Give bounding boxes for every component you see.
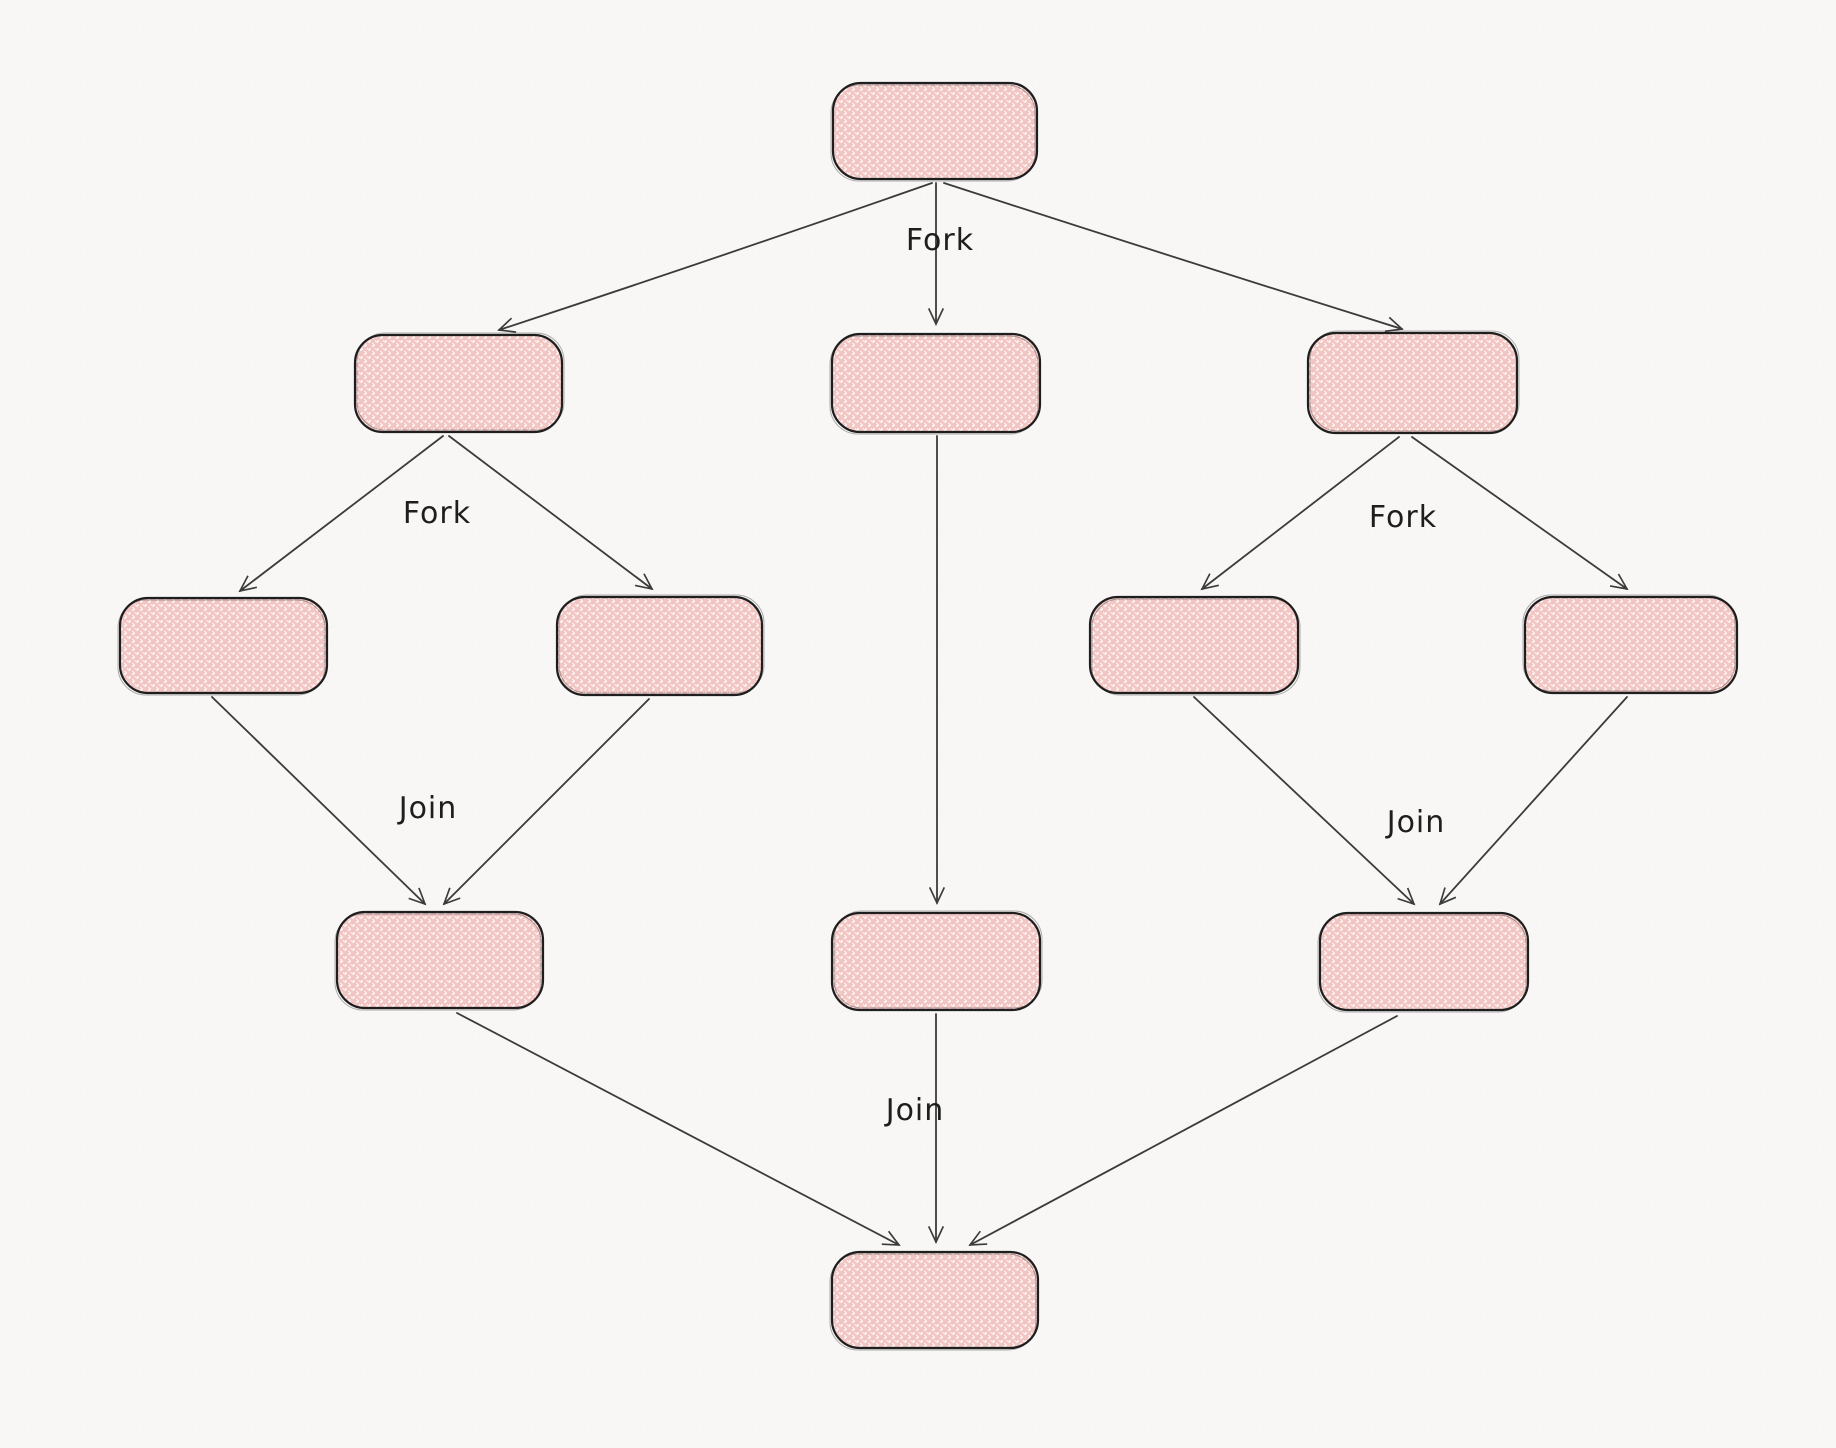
edge-join-right-to-end[interactable]	[968, 1015, 1398, 1246]
edge-task-left-2-to-join-left[interactable]	[442, 698, 650, 906]
edge-branch-left-to-task-left-2[interactable]	[448, 435, 654, 591]
label-fork-left[interactable]: Fork	[403, 496, 471, 531]
label-layer: Fork Fork Fork Join Join Join	[397, 223, 1446, 1128]
edge-branch-right-to-task-right-2[interactable]	[1411, 436, 1629, 591]
edge-task-right-1-to-join-right[interactable]	[1193, 696, 1416, 906]
node-task-center[interactable]	[830, 911, 1042, 1012]
node-task-right-2[interactable]	[1523, 595, 1739, 695]
edge-branch-left-to-task-left-1[interactable]	[238, 435, 444, 593]
label-join-left[interactable]: Join	[397, 791, 458, 826]
node-end[interactable]	[830, 1250, 1040, 1350]
edge-task-right-2-to-join-right[interactable]	[1438, 696, 1628, 906]
edge-start-to-branch-left[interactable]	[497, 182, 933, 333]
edge-task-left-1-to-join-left[interactable]	[211, 696, 427, 906]
node-layer	[117, 81, 1739, 1351]
node-task-left-2[interactable]	[555, 595, 764, 697]
node-branch-left[interactable]	[353, 333, 564, 434]
node-task-right-1[interactable]	[1088, 595, 1300, 695]
label-fork-right[interactable]: Fork	[1369, 500, 1437, 535]
node-branch-center[interactable]	[830, 332, 1042, 434]
label-join-bottom[interactable]: Join	[884, 1093, 945, 1128]
node-branch-right[interactable]	[1306, 331, 1519, 435]
label-join-right[interactable]: Join	[1385, 805, 1446, 840]
edge-join-left-to-end[interactable]	[456, 1012, 901, 1246]
label-fork-top[interactable]: Fork	[906, 223, 974, 258]
node-join-right[interactable]	[1318, 911, 1530, 1012]
node-join-left[interactable]	[335, 910, 545, 1010]
edge-branch-right-to-task-right-1[interactable]	[1200, 436, 1400, 591]
edge-start-to-branch-right[interactable]	[943, 182, 1404, 333]
edge-layer	[211, 182, 1629, 1246]
node-task-left-1[interactable]	[118, 596, 329, 695]
node-start[interactable]	[831, 81, 1039, 181]
